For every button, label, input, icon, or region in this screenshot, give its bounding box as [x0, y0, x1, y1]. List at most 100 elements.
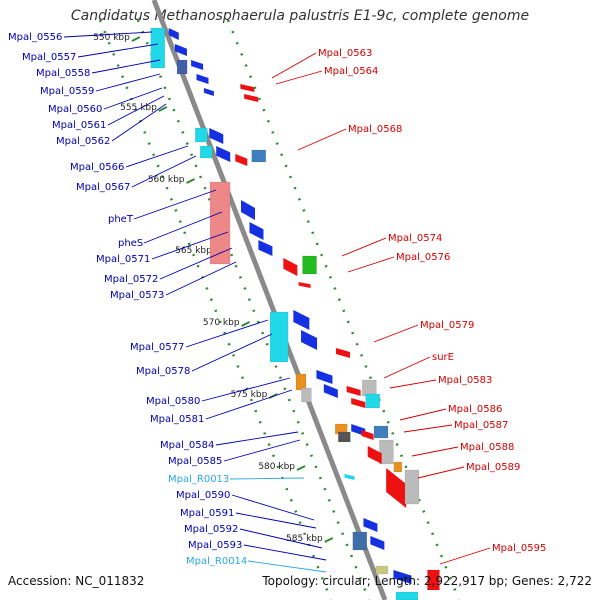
- scale-label: 570 kbp: [203, 318, 240, 328]
- tick-dots-left: [98, 19, 333, 600]
- left-gene-leader: [91, 59, 161, 74]
- right-gene-label: Mpal_0589: [466, 462, 520, 473]
- right-gene-label: Mpal_0588: [460, 442, 514, 453]
- left-gene-label: Mpal_0573: [110, 290, 164, 301]
- genome-backbone: [151, 0, 388, 600]
- left-gene-leader: [185, 319, 269, 348]
- left-gene-leader: [133, 189, 217, 220]
- left-gene-leader: [131, 155, 197, 188]
- gene-arrow: [196, 74, 209, 84]
- left-gene-label: Mpal_0580: [146, 396, 200, 407]
- gene-block: [295, 373, 307, 391]
- gene-arrow: [386, 468, 407, 508]
- left-gene-label: Mpal_0558: [36, 68, 90, 79]
- gene-arrow: [293, 310, 310, 330]
- right-gene-label: Mpal_0579: [420, 320, 474, 331]
- right-gene-label: Mpal_0576: [396, 252, 450, 263]
- left-gene-leader: [95, 73, 161, 92]
- scale-tick: [296, 465, 306, 471]
- gene-arrow: [344, 474, 355, 480]
- gene-arrow: [203, 88, 214, 96]
- accession-label: Accession: NC_011832: [8, 574, 145, 588]
- gene-block: [338, 431, 351, 443]
- left-gene-leader: [231, 494, 315, 521]
- left-gene-label: pheS: [118, 238, 143, 249]
- tick-dots-right: [226, 19, 461, 600]
- left-gene-label: Mpal_R0014: [186, 556, 247, 567]
- gene-block: [150, 27, 166, 69]
- left-gene-leader: [107, 95, 165, 126]
- left-gene-label: Mpal_0584: [160, 440, 214, 451]
- map-title: Candidatus Methanosphaerula palustris E1…: [70, 8, 530, 24]
- gene-arrow: [393, 570, 412, 584]
- scale-tick: [241, 321, 251, 327]
- left-gene-label: Mpal_0578: [136, 366, 190, 377]
- right-gene-leader: [383, 356, 431, 379]
- right-gene-leader: [399, 408, 447, 421]
- gene-block: [176, 59, 188, 75]
- left-gene-leader: [143, 211, 223, 244]
- right-gene-label: Mpal_0586: [448, 404, 502, 415]
- left-gene-leader: [165, 261, 237, 296]
- scale-label: 560 kbp: [148, 175, 185, 185]
- right-gene-leader: [347, 256, 395, 273]
- gene-block: [375, 565, 389, 575]
- gene-block: [362, 379, 377, 397]
- right-gene-label: Mpal_0574: [388, 233, 442, 244]
- left-gene-leader: [63, 31, 153, 38]
- right-gene-leader: [411, 446, 459, 457]
- left-gene-label: Mpal_0571: [96, 254, 150, 265]
- right-gene-leader: [403, 424, 453, 433]
- left-gene-leader: [191, 333, 273, 372]
- gene-block: [209, 181, 231, 265]
- gene-arrow: [240, 84, 255, 92]
- right-gene-leader: [417, 466, 465, 479]
- right-gene-leader: [271, 52, 317, 79]
- scale-tick: [131, 36, 141, 42]
- left-gene-leader: [103, 87, 163, 110]
- gene-block: [379, 439, 394, 465]
- gene-block: [302, 255, 317, 275]
- gene-arrow: [323, 384, 338, 398]
- left-gene-leader: [215, 431, 299, 446]
- topology-summary: Topology: circular; Length: 2,922,917 bp…: [262, 574, 592, 588]
- right-gene-label: Mpal_0587: [454, 420, 508, 431]
- gene-arrow: [258, 240, 273, 256]
- gene-arrow: [361, 430, 374, 440]
- right-gene-label: surE: [432, 352, 454, 363]
- left-gene-label: Mpal_0562: [56, 136, 110, 147]
- left-gene-label: Mpal_0566: [70, 162, 124, 173]
- left-gene-leader: [77, 43, 159, 58]
- left-gene-leader: [159, 247, 233, 280]
- scale-label: 565 kbp: [175, 246, 212, 256]
- gene-arrow: [298, 282, 311, 288]
- gene-arrow: [367, 446, 382, 464]
- gene-block: [251, 149, 266, 163]
- gene-block: [365, 393, 380, 409]
- scale-label: 585 kbp: [286, 534, 323, 544]
- right-gene-leader: [439, 547, 491, 565]
- right-gene-leader: [341, 237, 387, 257]
- left-gene-label: Mpal_0560: [48, 104, 102, 115]
- gene-block: [199, 145, 213, 159]
- right-gene-label: Mpal_0583: [438, 375, 492, 386]
- left-gene-label: Mpal_0577: [130, 342, 184, 353]
- gene-block: [352, 531, 368, 551]
- left-gene-label: Mpal_0561: [52, 120, 106, 131]
- scale-label: 555 kbp: [120, 103, 157, 113]
- gene-arrow: [244, 94, 259, 102]
- left-gene-label: Mpal_0585: [168, 456, 222, 467]
- gene-arrow: [168, 28, 179, 40]
- left-gene-leader: [239, 528, 323, 549]
- left-gene-label: Mpal_0590: [176, 490, 230, 501]
- left-gene-label: Mpal_0557: [22, 52, 76, 63]
- scale-label: 575 kbp: [231, 390, 268, 400]
- gene-block: [427, 569, 440, 591]
- left-gene-label: Mpal_0556: [8, 32, 62, 43]
- right-gene-label: Mpal_0595: [492, 543, 546, 554]
- gene-block: [269, 311, 289, 363]
- gene-arrow: [249, 222, 264, 240]
- gene-arrow: [241, 200, 255, 220]
- gene-arrow: [351, 398, 366, 408]
- scale-label: 550 kbp: [93, 33, 130, 43]
